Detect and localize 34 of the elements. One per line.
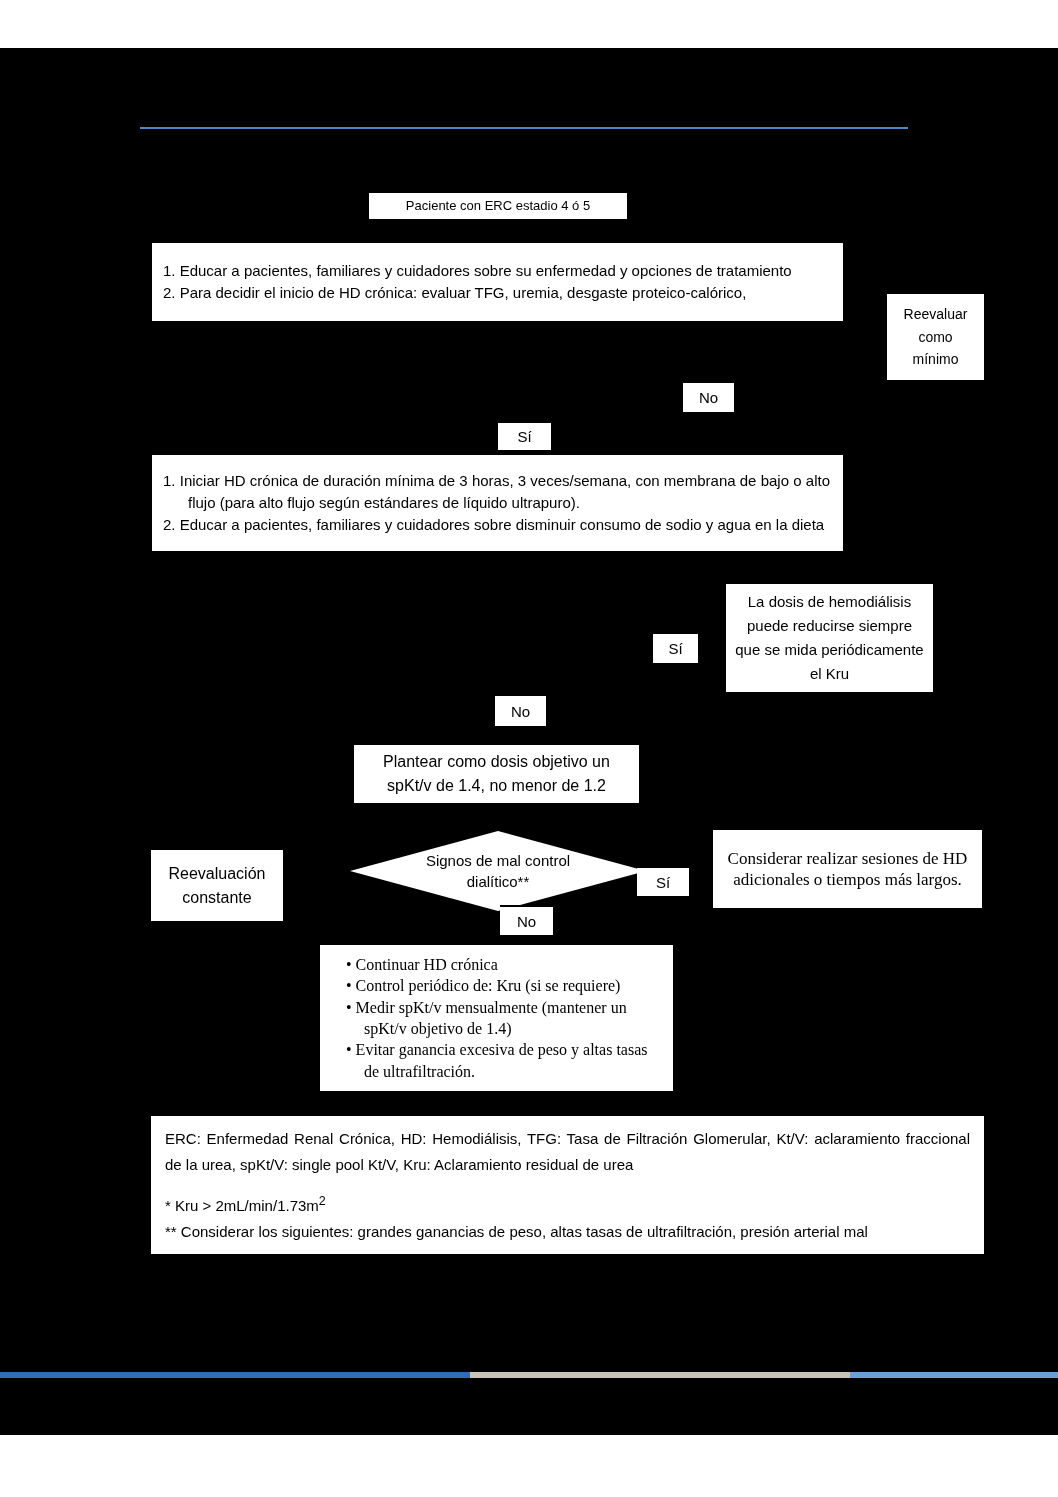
- process-box: [354, 745, 639, 803]
- box-text: Reevaluar como mínimo: [902, 305, 969, 370]
- process-box: [152, 243, 843, 321]
- list-item: 2. Educar a pacientes, familiares y cuidadores sobre disminuir consumo de sodio y agua en la dieta: [162, 514, 826, 535]
- branch-label: Sí: [653, 632, 698, 663]
- list-item: 2. Para decidir el inicio de HD crónica: evaluar TFG, uremia, desgaste proteico-calórico,: [162, 283, 748, 303]
- box-text: Reevaluación constante: [167, 863, 267, 908]
- process-box: [726, 584, 933, 692]
- branch-label: No: [683, 381, 734, 412]
- list-item: • Continuar HD crónica: [345, 955, 499, 976]
- list-item: • Evitar ganancia excesiva de peso y altas tasas de ultrafiltración.: [345, 1040, 649, 1082]
- note-text: * Kru > 2mL/min/1.73m$^{2}$: [165, 1193, 327, 1216]
- list-item: • Medir spKt/v mensualmente (mantener un spKt/v objetivo de 1.4): [345, 997, 628, 1040]
- list-item: 1. Iniciar HD crónica de duración mínima de 3 horas, 3 veces/semana, con membrana de bajo o alto flujo (para alto flujo según estándares de líquido ultrapuro).: [162, 471, 830, 514]
- box-text: La dosis de hemodiálisis puede reducirse siempre que se mida periódicamente el Kru: [734, 592, 925, 684]
- branch-label: Sí: [637, 866, 689, 896]
- note-text: ERC: Enfermedad Renal Crónica, HD: Hemodiálisis, TFG: Tasa de Filtración Glomerular, Kt/V: aclaramiento fraccional de la urea, spKt/V: single pool Kt/V, Kru: Aclaramiento residual de urea: [165, 1129, 970, 1175]
- start-box: [369, 193, 627, 219]
- box-text: Considerar realizar sesiones de HD adicionales o tiempos más largos.: [726, 847, 969, 891]
- branch-label: No: [500, 905, 553, 935]
- process-box: [152, 455, 843, 551]
- note-text: ** Considerar los siguientes: grandes ganancias de peso, altas tasas de ultrafiltración, presión arterial mal: [165, 1221, 869, 1242]
- branch-label: No: [495, 694, 546, 726]
- box-text: Plantear como dosis objetivo un spKt/v de 1.4, no menor de 1.2: [382, 752, 611, 796]
- box-text: Paciente con ERC estadio 4 ó 5: [404, 196, 592, 215]
- list-item: 1. Educar a pacientes, familiares y cuidadores sobre su enfermedad y opciones de tratamiento: [162, 261, 793, 282]
- notes-box: [151, 1116, 984, 1254]
- process-box: [320, 945, 673, 1091]
- branch-label: Sí: [498, 421, 551, 450]
- decision-text: Signos de mal control dialítico**: [424, 851, 572, 892]
- process-box: [713, 830, 982, 908]
- list-item: • Control periódico de: Kru (si se requiere): [345, 976, 622, 997]
- process-box: [151, 850, 283, 921]
- process-box: [887, 294, 984, 380]
